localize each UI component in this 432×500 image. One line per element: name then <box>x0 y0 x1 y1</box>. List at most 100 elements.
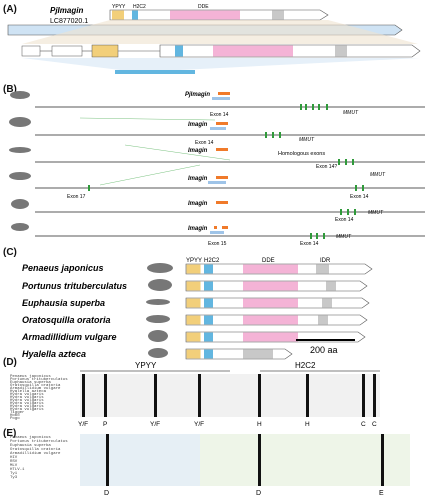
panel-a-accession: LC877020.1 <box>50 18 88 25</box>
panel-d-species-9: Hydra vulgaris <box>10 398 44 403</box>
panel-d-species-14: Hobo <box>10 413 20 418</box>
panel-a-gene-name: PjImagin <box>50 6 83 15</box>
panel-e-species-8: MLV <box>10 464 18 468</box>
panel-label-d: (D) <box>3 357 17 368</box>
panel-b-row-4-exon-left: Exon 17 <box>67 194 86 200</box>
panel-d-residue-7: C <box>361 421 366 428</box>
shrimp-icon <box>10 91 30 99</box>
panel-d-species-11: Hydra vulgaris <box>10 404 44 409</box>
panel-c-species-1: Penaeus japonicus <box>22 263 104 273</box>
panel-c-species-6: Hyalella azteca <box>22 349 86 359</box>
panel-b-homologous-label: Homologous exons <box>278 151 325 157</box>
panel-b-row-2-exon: Exon 14 <box>195 140 214 146</box>
panel-c-idr-label: IDR <box>320 258 331 264</box>
panel-b-row-4: Imagin Exon 17 Exon 14 <box>9 172 425 200</box>
panel-b-row-2: Imagin Exon 14 MMUT <box>9 117 425 146</box>
panel-c-krill-icon <box>146 299 170 305</box>
panel-b-row-5-gene: Imagin <box>188 201 208 207</box>
panel-a-expansion-bottom <box>22 58 420 70</box>
panel-e-residue-3: E <box>379 490 384 497</box>
panel-b-row-6: Imagin Exon 15 Exon 14 MMUT <box>11 223 425 247</box>
panel-e-residue-1: D <box>104 490 109 497</box>
panel-b-diagram: PjImagin Exon 14 MMUT Imagin Exon 14 MMU… <box>9 91 425 247</box>
panel-a-exon-3 <box>91 44 119 58</box>
panel-d-species-2: Portunus trituberculatus <box>10 377 68 382</box>
panel-b-row-4-exon-right: Exon 14 <box>350 194 369 200</box>
panel-b-row-3-exon: Exon 14? <box>316 164 337 170</box>
panel-label-c: (C) <box>3 247 17 258</box>
panel-c-amphipod-icon <box>148 348 168 358</box>
panel-c-protein-6 <box>185 348 293 360</box>
panel-c-species-4: Oratosquilla oratoria <box>22 315 111 325</box>
panel-e-species-7: RSV <box>10 460 18 464</box>
panel-c-species-2: Portunus trituberculatus <box>22 281 127 291</box>
panel-e-species-10: Ty1 <box>10 472 18 476</box>
panel-label-b: (B) <box>3 84 17 95</box>
panel-d-alignment: YPYY H2C2 Penaeus japonicus Portunus tri… <box>10 361 380 428</box>
crab-icon <box>9 117 31 127</box>
panel-d-residue-8: C <box>372 421 377 428</box>
panel-c-scale-label: 200 aa <box>310 345 338 355</box>
panel-label-e: (E) <box>3 428 17 439</box>
panel-a-dde-label: DDE <box>198 4 209 10</box>
panel-b-row-5-exon: Exon 14 <box>335 217 354 223</box>
panel-d-species-5: Armadillidium vulgare <box>10 386 61 391</box>
panel-c-crab-icon <box>148 279 172 291</box>
panel-b-row-1-gene: PjImagin <box>185 92 210 98</box>
panel-b-row-5: Imagin Exon 14 MMUT <box>11 199 425 223</box>
panel-d-species-10: Hydra vulgaris <box>10 401 44 406</box>
panel-label-a: (A) <box>3 4 17 15</box>
panel-d-species-1: Penaeus japonicus <box>10 374 51 379</box>
panel-e-species-2: Portunus trituberculatus <box>10 439 68 444</box>
panel-d-residue-6: H <box>305 421 310 428</box>
panel-d-residue-2: P <box>103 421 107 428</box>
panel-d-h2c2-label: H2C2 <box>295 361 316 370</box>
panel-c-isopod-icon <box>148 330 168 342</box>
panel-b-row-6-neighbor: MMUT <box>336 234 352 240</box>
mantis-shrimp-icon <box>9 172 31 180</box>
panel-b-row-3: Imagin Exon 14? MMUT <box>9 147 425 178</box>
krill-icon <box>9 147 31 153</box>
panel-e-species-1: Penaeus japonicus <box>10 435 51 440</box>
panel-d-species-15: Pogo <box>10 417 20 421</box>
panel-d-species-6: Hyalella azteca <box>10 389 47 394</box>
panel-c-dde-label: DDE <box>262 258 275 264</box>
panel-a-idr-domain <box>272 10 284 20</box>
panel-a-dde-domain <box>170 10 240 20</box>
panel-e-residue-2: D <box>256 490 261 497</box>
isopod-icon <box>11 199 29 209</box>
panel-a-genomic-segment <box>115 70 195 74</box>
panel-d-species-13: Tigger <box>10 410 25 415</box>
panel-b-row-3-gene: Imagin <box>188 148 208 154</box>
amphipod-icon <box>11 223 29 231</box>
panel-c-ypyy-label: YPYY <box>186 258 202 264</box>
panel-b-row-1-neighbor: MMUT <box>343 110 359 116</box>
panel-c-diagram: YPYY H2C2 DDE IDR Penaeus japonicus Port… <box>21 258 373 360</box>
panel-c-shrimp-icon <box>147 263 173 273</box>
panel-d-residue-3: Y/F <box>150 421 160 428</box>
panel-a-expansion-top <box>22 20 418 44</box>
panel-b-row-6-exon-right: Exon 14 <box>300 241 319 247</box>
panel-d-species-7: Hydra vulgaris <box>10 392 44 397</box>
panel-b-row-1: PjImagin Exon 14 MMUT <box>10 91 425 118</box>
panel-e-species-6: HIV <box>10 456 18 460</box>
panel-c-h2c2-label: H2C2 <box>204 258 220 264</box>
panel-b-row-2-gene: Imagin <box>188 122 208 128</box>
panel-d-species-8: Hydra vulgaris <box>10 395 44 400</box>
panel-a-diagram: PjImagin LC877020.1 YPYY H2C2 DDE <box>7 4 421 74</box>
panel-c-mantis-icon <box>146 315 170 323</box>
panel-b-row-1-exon: Exon 14 <box>210 112 229 118</box>
panel-e-species-5: Armadillidium vulgare <box>10 451 61 456</box>
panel-d-residue-1: Y/F <box>78 421 88 428</box>
panel-c-species-3: Euphausia superba <box>22 298 105 308</box>
panel-a-h2c2-domain <box>132 10 138 20</box>
panel-d-residue-4: Y/F <box>194 421 204 428</box>
panel-b-row-3-neighbor: MMUT <box>370 172 386 178</box>
panel-e-species-3: Euphausia superba <box>10 443 51 448</box>
panel-d-species-12: Hydra vulgaris <box>10 407 44 412</box>
panel-a-h2c2-label: H2C2 <box>133 4 146 10</box>
panel-a-exon-2 <box>51 45 83 57</box>
panel-b-row-6-gene: Imagin <box>188 226 208 232</box>
panel-d-ypyy-label: YPYY <box>135 361 157 370</box>
